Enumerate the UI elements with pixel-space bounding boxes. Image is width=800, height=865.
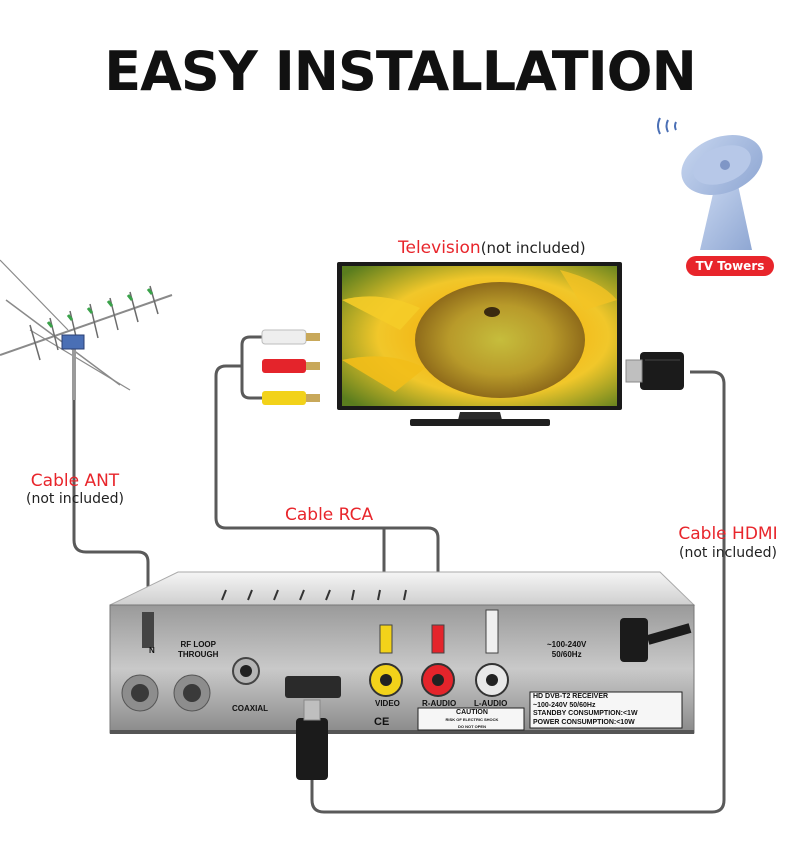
cable-hdmi-label-text: Cable HDMI: [678, 524, 778, 544]
spec-line: STANDBY CONSUMPTION:<1W: [533, 710, 638, 717]
page-title: EASY INSTALLATION: [104, 40, 697, 103]
cert-marks: CE: [374, 716, 390, 728]
cable-ant-label: Cable ANT (not included): [10, 472, 140, 508]
caution-line: DO NOT OPEN: [457, 724, 486, 729]
television-label-text: Television: [398, 238, 481, 258]
tv-towers-badge: TV Towers: [686, 256, 774, 276]
cable-ant-line: [72, 395, 150, 620]
hdmi-plug-tv: [625, 352, 684, 390]
caution-line: RISK OF ELECTRIC SHOCK: [445, 717, 499, 722]
port-coaxial-label: COAXIAL: [232, 704, 268, 713]
port-r-audio-label: R-AUDIO: [422, 699, 457, 708]
port-rf-loop-label: RF LOOP THROUGH: [178, 640, 219, 659]
caution-title: CAUTION: [456, 709, 488, 716]
spec-line: POWER CONSUMPTION:<10W: [533, 718, 635, 726]
power-rating-label: ~100-240V 50/60Hz: [547, 640, 587, 659]
television-note: (not included): [480, 239, 586, 257]
rca-plugs: [261, 329, 320, 405]
television-label: Television(not included): [398, 238, 586, 258]
television-illustration: [337, 262, 622, 426]
port-l-audio-label: L-AUDIO: [474, 699, 508, 708]
antenna-illustration: [0, 259, 173, 400]
cable-hdmi-label: Cable HDMI (not included): [668, 525, 788, 563]
spec-line: HD DVB-T2 RECEIVER: [533, 693, 609, 700]
port-ant-label: N: [149, 646, 155, 655]
cable-hdmi-note: (not included): [679, 545, 777, 561]
cable-ant-label-text: Cable ANT: [30, 471, 120, 491]
port-video-label: VIDEO: [375, 699, 400, 708]
spec-line: ~100-240V 50/60Hz: [533, 701, 596, 709]
receiver-spec-label: HD DVB-T2 RECEIVER ~100-240V 50/60Hz STA…: [533, 693, 638, 727]
cable-ant-note: (not included): [26, 491, 124, 507]
receiver-box: [109, 571, 696, 734]
hdmi-plug-box: [296, 699, 328, 780]
tv-tower-icon: [657, 117, 763, 250]
cable-rca-label: Cable RCA: [285, 505, 374, 525]
caution-label: CAUTION RISK OF ELECTRIC SHOCK DO NOT OP…: [440, 709, 504, 730]
cable-hdmi-line: [310, 370, 726, 814]
